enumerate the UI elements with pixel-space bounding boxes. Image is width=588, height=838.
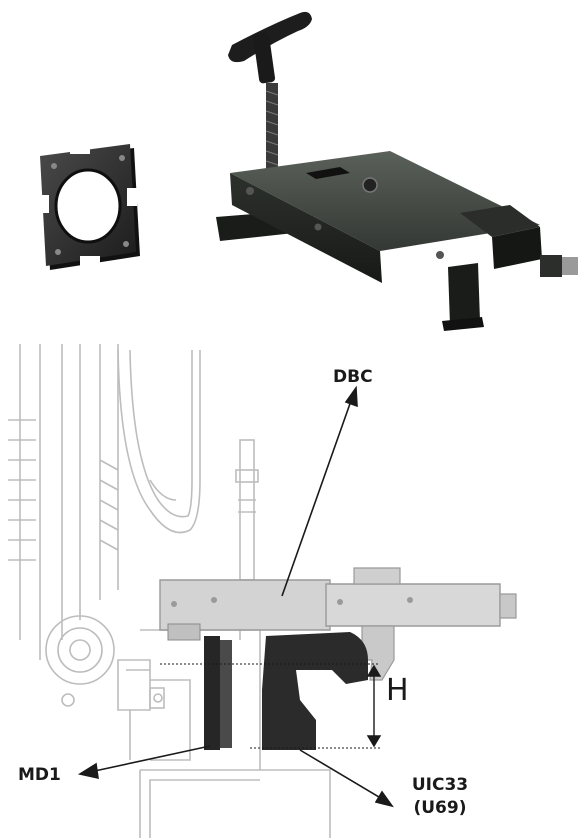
h-dimension-label: H <box>386 673 409 708</box>
uic33-label: UIC33 (U69) <box>405 776 475 817</box>
uic33-label-line2: (U69) <box>413 797 467 818</box>
technical-drawing <box>8 344 517 838</box>
square-ring-plate-icon <box>40 144 140 270</box>
uic33-label-line1: UIC33 <box>411 775 469 795</box>
md1-label: MD1 <box>18 765 61 785</box>
t-handle-clamp-icon <box>216 11 578 331</box>
dbc-label: DBC <box>333 367 373 387</box>
